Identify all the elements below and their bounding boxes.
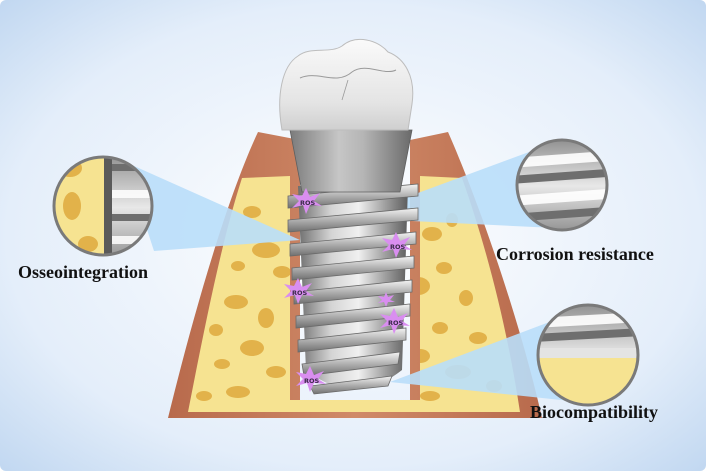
ros-markers: ROS ROS ROS ROS ROS [284,188,412,392]
ros-burst-icon: ROS [284,278,314,304]
label-biocompatibility: Biocompatibility [530,402,659,422]
label-osseointegration: Osseointegration [18,262,148,282]
ros-burst-icon: ROS [380,308,410,334]
ros-burst-icon: ROS [296,366,326,392]
ros-burst-icon: ROS [292,188,322,214]
magnifier-circle-icon [515,138,609,232]
ros-burst-icon: ROS [382,232,412,258]
callout-cone-osseointegration [125,162,300,251]
tooth-crown-icon [279,38,414,131]
label-corrosion-resistance: Corrosion resistance [496,244,654,264]
ros-label: ROS [388,319,404,327]
magnifier-circle-icon [52,155,154,257]
callout-cone-biocompatibility [390,318,580,402]
ros-label: ROS [390,243,406,251]
ros-burst-icon [378,292,395,307]
ros-label: ROS [304,377,320,385]
ros-label: ROS [292,289,308,297]
abutment [289,129,413,193]
ros-label: ROS [300,199,316,207]
